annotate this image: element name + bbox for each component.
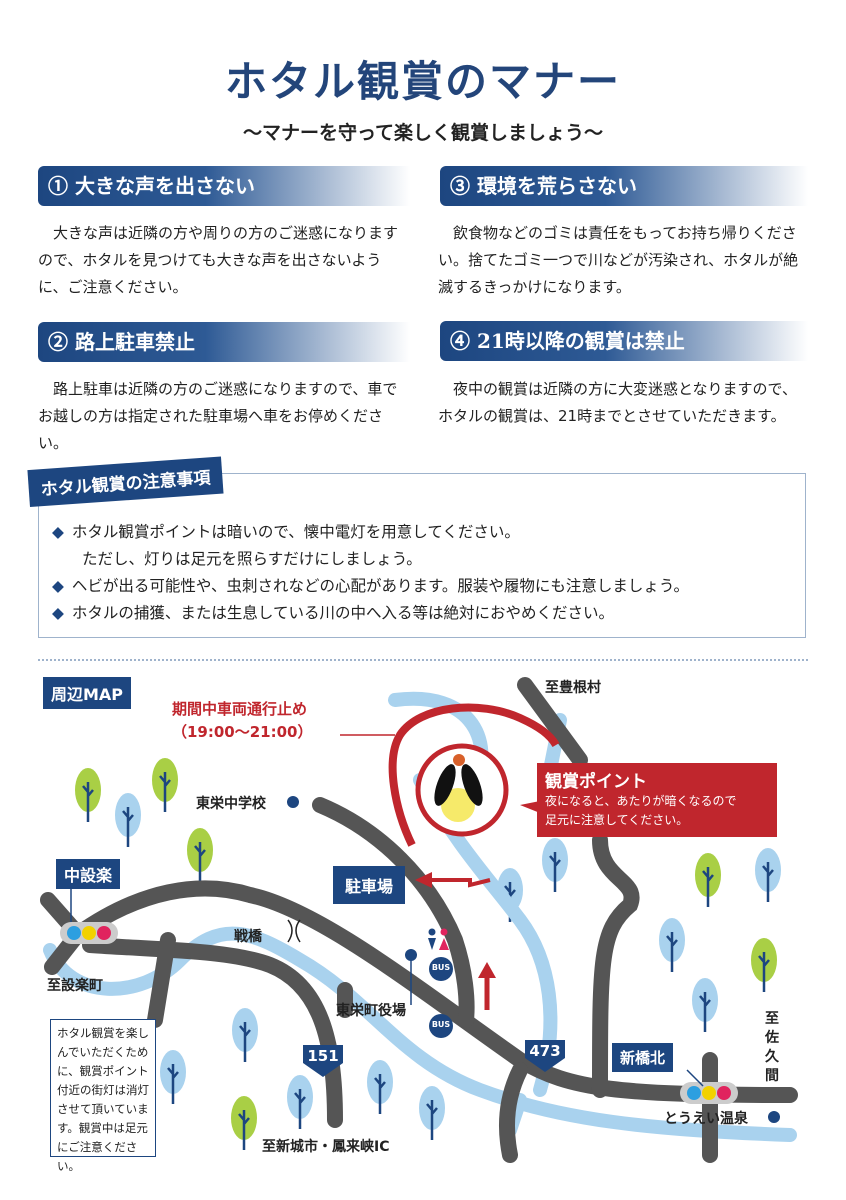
note-item-2: ◆ ヘビが出る可能性や、虫刺されなどの心配があります。服装や履物にも注意しましょう… (52, 573, 689, 600)
to-shinshiro-label: 至新城市・鳳来峡IC (262, 1139, 390, 1155)
note-text: ヘビが出る可能性や、虫刺されなどの心配があります。服装や履物にも注意しましょう。 (71, 577, 689, 595)
dotted-divider (38, 659, 808, 661)
area-map (40, 677, 798, 1163)
tree-icon (115, 793, 141, 847)
viewing-line-1: 夜になると、あたりが暗くなるので (545, 794, 737, 808)
tree-icon (160, 1050, 186, 1104)
bridge-label: 戦橋 (234, 929, 262, 945)
traffic-light-icon (60, 922, 118, 944)
to-shitara-label: 至設楽町 (47, 978, 103, 994)
tree-icon (75, 768, 101, 822)
shinbashikita-label: 新橋北 (612, 1043, 674, 1072)
school-label: 東栄中学校 (196, 796, 266, 812)
tree-icon (187, 828, 213, 882)
notes-box (38, 473, 806, 638)
viewing-line-2: 足元に注意してください。 (545, 813, 689, 827)
route-151-shield (303, 1045, 343, 1077)
tree-icon (695, 853, 721, 907)
tree-icon (287, 1075, 313, 1129)
section-heading-3: ③ 環境を荒らさない (440, 166, 808, 206)
tree-icon (659, 918, 685, 972)
tree-icon (152, 758, 178, 812)
parking-label: 駐車場 (333, 866, 406, 904)
onsen-label: とうえい温泉 (664, 1111, 748, 1127)
diamond-icon: ◆ (52, 523, 64, 541)
section-body-3: 飲食物などのゴミは責任をもってお持ち帰りください。捨てたゴミ一つで川などが汚染さ… (438, 224, 799, 296)
closure-time: （19:00～21:00） (172, 723, 313, 741)
page-title: ホタル観賞のマナー (224, 57, 621, 106)
tree-icon (542, 838, 568, 892)
tree-icon (755, 848, 781, 902)
route-151-label: 151 (307, 1047, 339, 1065)
section-body-1: 大きな声は近隣の方や周りの方のご迷惑になりますので、ホタルを見つけても大きな声を… (38, 224, 399, 296)
firefly-icon (434, 754, 483, 822)
tree-icon (751, 938, 777, 992)
note-item-1b: ただし、灯りは足元を照らすだけにしましょう。 (82, 550, 422, 568)
restroom-icon (428, 928, 449, 950)
bus-label: BUS (431, 1020, 451, 1029)
traffic-light-icon (680, 1082, 738, 1104)
section-body-4: 夜中の観賞は近隣の方に大変迷惑となりますので、ホタルの観賞は、21時までとさせて… (438, 380, 797, 425)
tree-icon (367, 1060, 393, 1114)
viewing-point-callout: 観賞ポイント 夜になると、あたりが暗くなるので 足元に注意してください。 (537, 763, 777, 837)
note-text: ホタルの捕獲、または生息している川の中へ入る等は絶対におやめください。 (71, 604, 614, 622)
tree-icon (419, 1086, 445, 1140)
to-sakuma-label: 至佐久間 (765, 1011, 779, 1084)
route-473-shield (525, 1040, 565, 1072)
section-heading-2: ② 路上駐車禁止 (38, 322, 410, 362)
closure-label: 期間中車両通行止め (172, 700, 308, 718)
page-subtitle: ～マナーを守って楽しく観賞しましょう～ (242, 122, 604, 144)
roads (40, 677, 798, 1163)
map-title: 周辺MAP (43, 677, 132, 709)
parking-arrow-icon (415, 872, 432, 888)
bridge-icon (287, 919, 301, 943)
school-marker-icon (287, 796, 299, 808)
note-item-3: ◆ ホタルの捕獲、または生息している川の中へ入る等は絶対におやめください。 (52, 600, 614, 627)
bus-label: BUS (431, 963, 451, 972)
to-toyone-label: 至豊根村 (545, 680, 601, 696)
streetlight-note: ホタル観賞を楽しんでいただくために、観賞ポイント付近の街灯は消灯させて頂いていま… (50, 1019, 156, 1173)
section-heading-4: ④ 21時以降の観賞は禁止 (440, 321, 808, 361)
route-473-label: 473 (529, 1042, 561, 1060)
note-item-1: ◆ ホタル観賞ポイントは暗いので、懐中電灯を用意してください。 (52, 519, 520, 546)
closed-road (388, 703, 560, 847)
section-body-2: 路上駐車は近隣の方のご迷惑になりますので、車でお越しの方は指定された駐車場へ車を… (38, 380, 398, 452)
section-heading-1: ① 大きな声を出さない (38, 166, 410, 206)
onsen-marker-icon (768, 1111, 780, 1123)
viewing-title: 観賞ポイント (545, 772, 647, 792)
diamond-icon: ◆ (52, 604, 64, 622)
bus-stop-icon (429, 957, 453, 981)
tree-icon (692, 978, 718, 1032)
tree-icon (232, 1008, 258, 1062)
nakashitara-label: 中設楽 (56, 859, 121, 889)
direction-arrow-icon (478, 962, 496, 978)
tree-icon (231, 1096, 257, 1150)
note-text: ホタル観賞ポイントは暗いので、懐中電灯を用意してください。 (71, 523, 520, 541)
bus-stop-icon (429, 1014, 453, 1038)
townhall-label: 東栄町役場 (336, 1003, 406, 1019)
diamond-icon: ◆ (52, 577, 64, 595)
